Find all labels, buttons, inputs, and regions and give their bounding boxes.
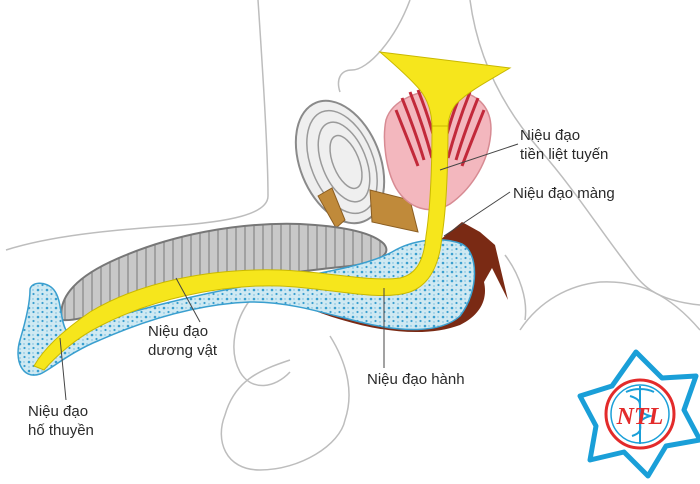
label-prostatic-line1: Niệu đạo <box>520 127 581 144</box>
ntl-logo: NTL <box>577 349 700 479</box>
perineum-outline <box>504 254 527 321</box>
bladder-outline <box>337 0 411 93</box>
leader-lines <box>59 143 519 401</box>
logo-text: NTL <box>616 404 664 430</box>
label-bulbar-urethra: Niệu đạo hành <box>367 371 465 388</box>
body-outline <box>5 0 269 251</box>
buttock-outline <box>519 281 700 331</box>
label-penile-line2: dương vật <box>148 342 218 359</box>
label-fossa-line2: hố thuyền <box>28 422 94 439</box>
label-fossa-navicularis: Niệu đạo hố thuyền <box>28 402 94 440</box>
label-fossa-line1: Niệu đạo <box>28 403 89 420</box>
thigh-outline <box>220 335 350 471</box>
caduceus-icon <box>625 386 655 444</box>
suspensory-ligament <box>317 187 346 229</box>
pubic-bone <box>294 99 386 225</box>
label-penile-urethra: Niệu đạo dương vật <box>148 322 217 360</box>
label-prostatic-line2: tiền liệt tuyến <box>520 146 609 163</box>
urethra-channel <box>33 125 449 371</box>
label-penile-line1: Niệu đạo <box>148 323 209 340</box>
scrotum-outline <box>233 299 291 387</box>
label-prostatic-urethra: Niệu đạo tiền liệt tuyến <box>520 126 608 164</box>
label-membranous-urethra: Niệu đạo màng <box>513 185 615 202</box>
